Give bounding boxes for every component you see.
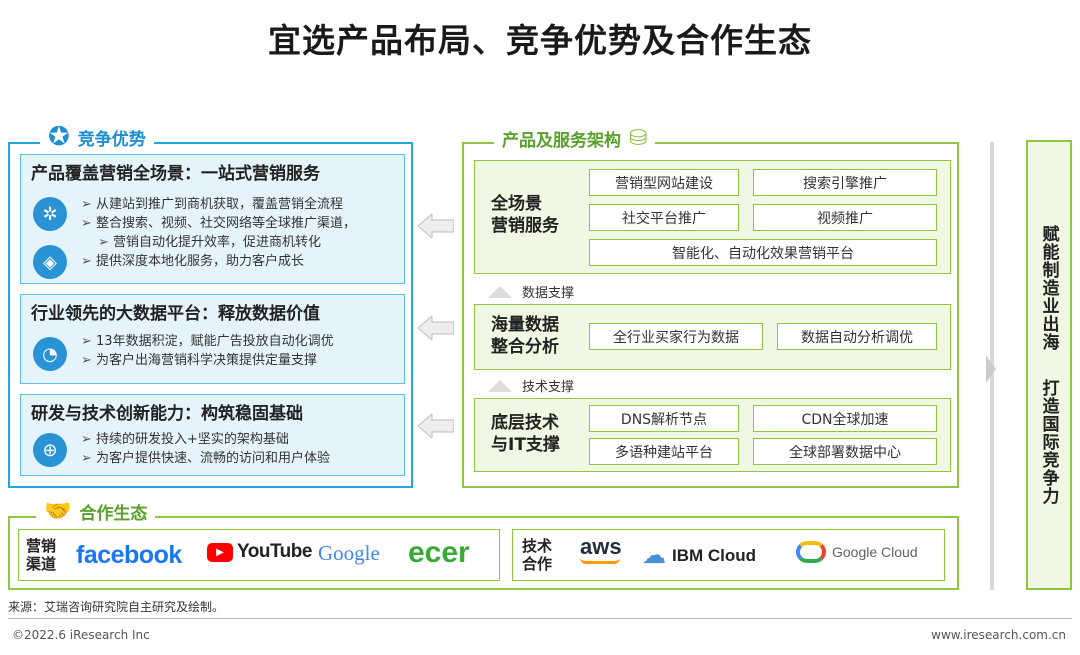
footer-divider — [8, 618, 1072, 619]
advantage-items-3: 持续的研发投入+坚实的架构基础 为客户提供快速、流畅的访问和用户体验 — [81, 430, 330, 468]
infra-chip: CDN全球加速 — [753, 405, 937, 432]
data-support-marker: 数据支撑 — [488, 282, 574, 301]
advantage-item: 整合搜索、视频、社交网络等全球推广渠道， — [81, 214, 356, 233]
advantage-items-2: 13年数据积淀，赋能广告投放自动化调优 为客户出海营销科学决策提供定量支撑 — [81, 332, 334, 370]
handshake-icon: 🤝 — [44, 499, 72, 524]
advantage-item-continued: 营销自动化提升效率，促进商机转化 — [81, 233, 356, 252]
service-chip: 搜索引擎推广 — [753, 169, 937, 196]
google-logo: Google — [318, 541, 380, 565]
advantage-item: 为客户提供快速、流畅的访问和用户体验 — [81, 449, 330, 468]
advantage-block-2: 行业领先的大数据平台：释放数据价值 ◔ 13年数据积淀，赋能广告投放自动化调优 … — [20, 294, 405, 384]
service-chip: 营销型网站建设 — [589, 169, 739, 196]
infra-chip: 多语种建站平台 — [589, 438, 739, 465]
infra-layer-label: 底层技术 与IT支撑 — [491, 413, 560, 455]
goal-text-bottom: 打造国际竞争力 — [1038, 379, 1059, 505]
advantage-item: 13年数据积淀，赋能广告投放自动化调优 — [81, 332, 334, 351]
ecosystem-heading: 🤝 合作生态 — [36, 499, 156, 524]
data-chip: 数据自动分析调优 — [777, 323, 937, 350]
facebook-logo: facebook — [76, 541, 182, 569]
up-triangle-icon — [488, 379, 512, 392]
service-chip: 社交平台推广 — [589, 204, 739, 231]
google-cloud-icon — [796, 541, 826, 563]
advantage-item: 提供深度本地化服务，助力客户成长 — [81, 252, 356, 271]
competitive-advantage-heading: ✪ 竞争优势 — [40, 122, 154, 152]
advantage-block-1: 产品覆盖营销全场景：一站式营销服务 ✲ ◈ 从建站到推广到商机获取，覆盖营销全流… — [20, 154, 405, 284]
data-layer: 海量数据 整合分析 全行业买家行为数据 数据自动分析调优 — [474, 304, 951, 370]
service-chip: 智能化、自动化效果营销平台 — [589, 239, 937, 266]
service-layer-label: 全场景 营销服务 — [491, 194, 559, 236]
advantage-block-3: 研发与技术创新能力：构筑稳固基础 ⊕ 持续的研发投入+坚实的架构基础 为客户提供… — [20, 394, 405, 476]
tech-support-marker: 技术支撑 — [488, 376, 574, 395]
google-cloud-logo: Google Cloud — [796, 541, 918, 563]
infra-chip: 全球部署数据中心 — [753, 438, 937, 465]
advantage-item: 为客户出海营销科学决策提供定量支撑 — [81, 351, 334, 370]
marketing-channels-box — [18, 529, 500, 581]
product-architecture-panel: 全场景 营销服务 营销型网站建设 搜索引擎推广 社交平台推广 视频推广 智能化、… — [462, 142, 959, 488]
data-chip: 全行业买家行为数据 — [589, 323, 763, 350]
arrow-left-icon — [418, 214, 454, 238]
advantage-item: 从建站到推广到商机获取，覆盖营销全流程 — [81, 195, 356, 214]
tech-partners-box — [512, 529, 945, 581]
aws-smile-icon — [580, 558, 620, 564]
arrow-left-icon — [418, 316, 454, 340]
infra-layer: 底层技术 与IT支撑 DNS解析节点 CDN全球加速 多语种建站平台 全球部署数… — [474, 398, 951, 472]
page-title: 宜选产品布局、竞争优势及合作生态 — [268, 21, 812, 60]
goal-panel: 赋能制造业出海 打造国际竞争力 — [1026, 140, 1072, 590]
youtube-play-icon: ▶ — [207, 542, 233, 562]
ibm-cloud-logo: ☁ IBM Cloud — [642, 542, 757, 569]
arrow-left-icon — [418, 414, 454, 438]
star-icon: ✪ — [48, 122, 70, 152]
globe-icon: ⊕ — [33, 433, 67, 467]
cloud-icon: ☁ — [642, 542, 666, 569]
network-icon: ✲ — [33, 197, 67, 231]
aws-logo: aws — [580, 536, 622, 564]
competitive-advantage-panel: 产品覆盖营销全场景：一站式营销服务 ✲ ◈ 从建站到推广到商机获取，覆盖营销全流… — [8, 142, 413, 488]
marketing-channels-label: 营销 渠道 — [26, 537, 57, 573]
source-note: 来源：艾瑞咨询研究院自主研究及绘制。 — [8, 600, 225, 614]
up-triangle-icon — [488, 285, 512, 298]
service-layer: 全场景 营销服务 营销型网站建设 搜索引擎推广 社交平台推广 视频推广 智能化、… — [474, 160, 951, 274]
youtube-logo: ▶ YouTube — [207, 541, 312, 563]
data-layer-label: 海量数据 整合分析 — [491, 315, 559, 357]
infra-chip: DNS解析节点 — [589, 405, 739, 432]
connect-icon: ◈ — [33, 245, 67, 279]
service-chip: 视频推广 — [753, 204, 937, 231]
advantage-title-1: 产品覆盖营销全场景：一站式营销服务 — [31, 164, 320, 184]
product-architecture-heading: 产品及服务架构 ⛁ — [494, 126, 656, 151]
database-icon: ◔ — [33, 337, 67, 371]
advantage-item: 持续的研发投入+坚实的架构基础 — [81, 430, 330, 449]
advantage-title-2: 行业领先的大数据平台：释放数据价值 — [31, 304, 320, 324]
website-link[interactable]: www.iresearch.com.cn — [931, 628, 1066, 642]
tech-partners-label: 技术 合作 — [522, 537, 553, 573]
copyright: ©2022.6 iResearch Inc — [12, 628, 150, 642]
ecer-logo: ecer — [408, 536, 470, 569]
advantage-items-1: 从建站到推广到商机获取，覆盖营销全流程 整合搜索、视频、社交网络等全球推广渠道，… — [81, 195, 356, 271]
arrow-right-icon — [986, 355, 996, 383]
product-stack-icon: ⛁ — [629, 126, 648, 151]
goal-text-top: 赋能制造业出海 — [1038, 225, 1059, 351]
advantage-title-3: 研发与技术创新能力：构筑稳固基础 — [31, 404, 303, 424]
